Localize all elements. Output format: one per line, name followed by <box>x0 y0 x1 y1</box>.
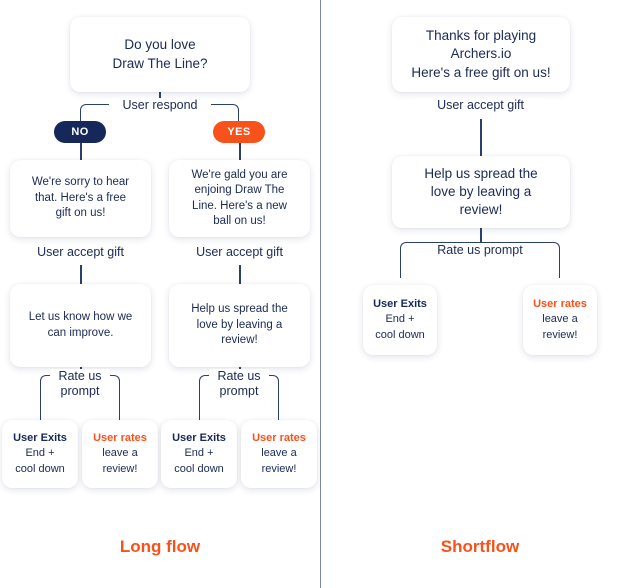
no-rate-prompt-line-1: Rate us <box>58 369 102 383</box>
short-outcome-rates-line-2: review! <box>542 328 578 341</box>
short-flow-root-card: Thanks for playing Archers.io Here's a f… <box>392 17 570 92</box>
no-branch-stem <box>80 143 82 160</box>
short-root-line-3: Here's a free gift on us! <box>411 64 551 80</box>
short-outcome-rates-head: User rates <box>533 298 587 311</box>
yes-branch-stem <box>239 143 241 160</box>
short-followup-line-3: review! <box>459 202 503 218</box>
root-line-2: Draw The Line? <box>112 55 208 71</box>
yes-outcome-rates-head: User rates <box>252 432 306 445</box>
short-rate-prompt-label: Rate us prompt <box>425 243 535 258</box>
yes-rate-prompt-line-2: prompt <box>219 383 259 398</box>
branch-label-user-respond: User respond <box>109 98 211 113</box>
short-outcome-rates-card: User rates leave a review! <box>523 285 597 355</box>
short-accept-stem <box>480 119 482 156</box>
short-accept-gift-label: User accept gift <box>420 98 541 113</box>
no-outcome-rates-head: User rates <box>93 432 147 445</box>
decision-pill-no-label: NO <box>71 126 89 138</box>
yes-outcome-rates-card: User rates leave a review! <box>241 420 317 488</box>
no-accept-stem <box>80 265 82 284</box>
short-root-line-2: Archers.io <box>450 46 512 62</box>
long-flow-root-card: Do you love Draw The Line? <box>70 17 250 92</box>
yes-followup-line-3: review! <box>221 334 258 347</box>
no-accept-gift-label: User accept gift <box>20 245 141 260</box>
column-divider <box>320 0 321 588</box>
no-rate-prompt-line-2: prompt <box>60 383 100 398</box>
no-outcome-exit-line-1: End + <box>25 447 55 460</box>
decision-pill-no[interactable]: NO <box>54 121 106 143</box>
no-outcome-exit-head: User Exits <box>13 432 67 445</box>
short-followup-line-1: Help us spread the <box>424 165 538 181</box>
yes-outcome-exit-line-2: cool down <box>174 462 224 475</box>
short-root-line-1: Thanks for playing <box>425 28 537 44</box>
yes-rate-prompt-label: Rate us prompt <box>209 369 269 399</box>
yes-outcome-exit-line-1: End + <box>184 447 214 460</box>
short-outcome-exit-line-2: cool down <box>375 328 425 341</box>
short-followup-line-2: love by leaving a <box>430 183 532 199</box>
root-line-1: Do you love <box>124 37 196 53</box>
yes-outcome-rates-line-2: review! <box>261 462 297 475</box>
short-flow-title: Shortflow <box>440 537 520 556</box>
no-outcome-exit-card: User Exits End + cool down <box>2 420 78 488</box>
yes-outcome-rates-line-1: leave a <box>261 447 297 460</box>
decision-pill-yes[interactable]: YES <box>213 121 265 143</box>
no-outcome-rates-line-2: review! <box>102 462 138 475</box>
no-followup-line-2: can improve. <box>47 326 114 339</box>
yes-followup-line-2: love by leaving a <box>196 318 283 331</box>
no-outcome-rates-card: User rates leave a review! <box>82 420 158 488</box>
short-outcome-exit-card: User Exits End + cool down <box>363 285 437 355</box>
short-outcome-rates-line-1: leave a <box>542 313 578 326</box>
yes-response-card: We're gald you are enjoing Draw The Line… <box>169 160 310 237</box>
short-outcome-exit-line-1: End + <box>385 313 415 326</box>
no-followup-card: Let us know how we can improve. <box>10 284 151 367</box>
no-response-card: We're sorry to hear that. Here's a free … <box>10 160 151 237</box>
short-rate-elbow-right <box>480 242 560 278</box>
yes-rate-prompt-line-1: Rate us <box>217 369 261 383</box>
short-rate-stem <box>480 228 482 242</box>
no-followup-line-1: Let us know how we <box>28 311 133 324</box>
no-response-line-3: gift on us! <box>55 207 106 220</box>
yes-outcome-exit-head: User Exits <box>172 432 226 445</box>
no-rate-prompt-label: Rate us prompt <box>50 369 110 399</box>
no-response-line-1: We're sorry to hear <box>31 176 130 189</box>
yes-followup-line-1: Help us spread the <box>191 303 288 316</box>
decision-pill-yes-label: YES <box>227 126 251 138</box>
no-response-line-2: that. Here's a free <box>34 191 127 204</box>
short-outcome-exit-head: User Exits <box>373 298 427 311</box>
short-followup-card: Help us spread the love by leaving a rev… <box>392 156 570 228</box>
yes-response-line-2: enjoing Draw The <box>194 184 285 197</box>
long-flow-title: Long flow <box>119 537 201 556</box>
no-outcome-exit-line-2: cool down <box>15 462 65 475</box>
yes-outcome-exit-card: User Exits End + cool down <box>161 420 237 488</box>
yes-response-line-3: Line. Here's a new <box>192 199 287 212</box>
yes-response-line-1: We're gald you are <box>191 168 288 181</box>
yes-accept-gift-label: User accept gift <box>179 245 300 260</box>
yes-response-line-4: ball on us! <box>213 214 266 227</box>
no-outcome-rates-line-1: leave a <box>102 447 138 460</box>
yes-followup-card: Help us spread the love by leaving a rev… <box>169 284 310 367</box>
short-rate-elbow-left <box>400 242 480 278</box>
yes-accept-stem <box>239 265 241 284</box>
